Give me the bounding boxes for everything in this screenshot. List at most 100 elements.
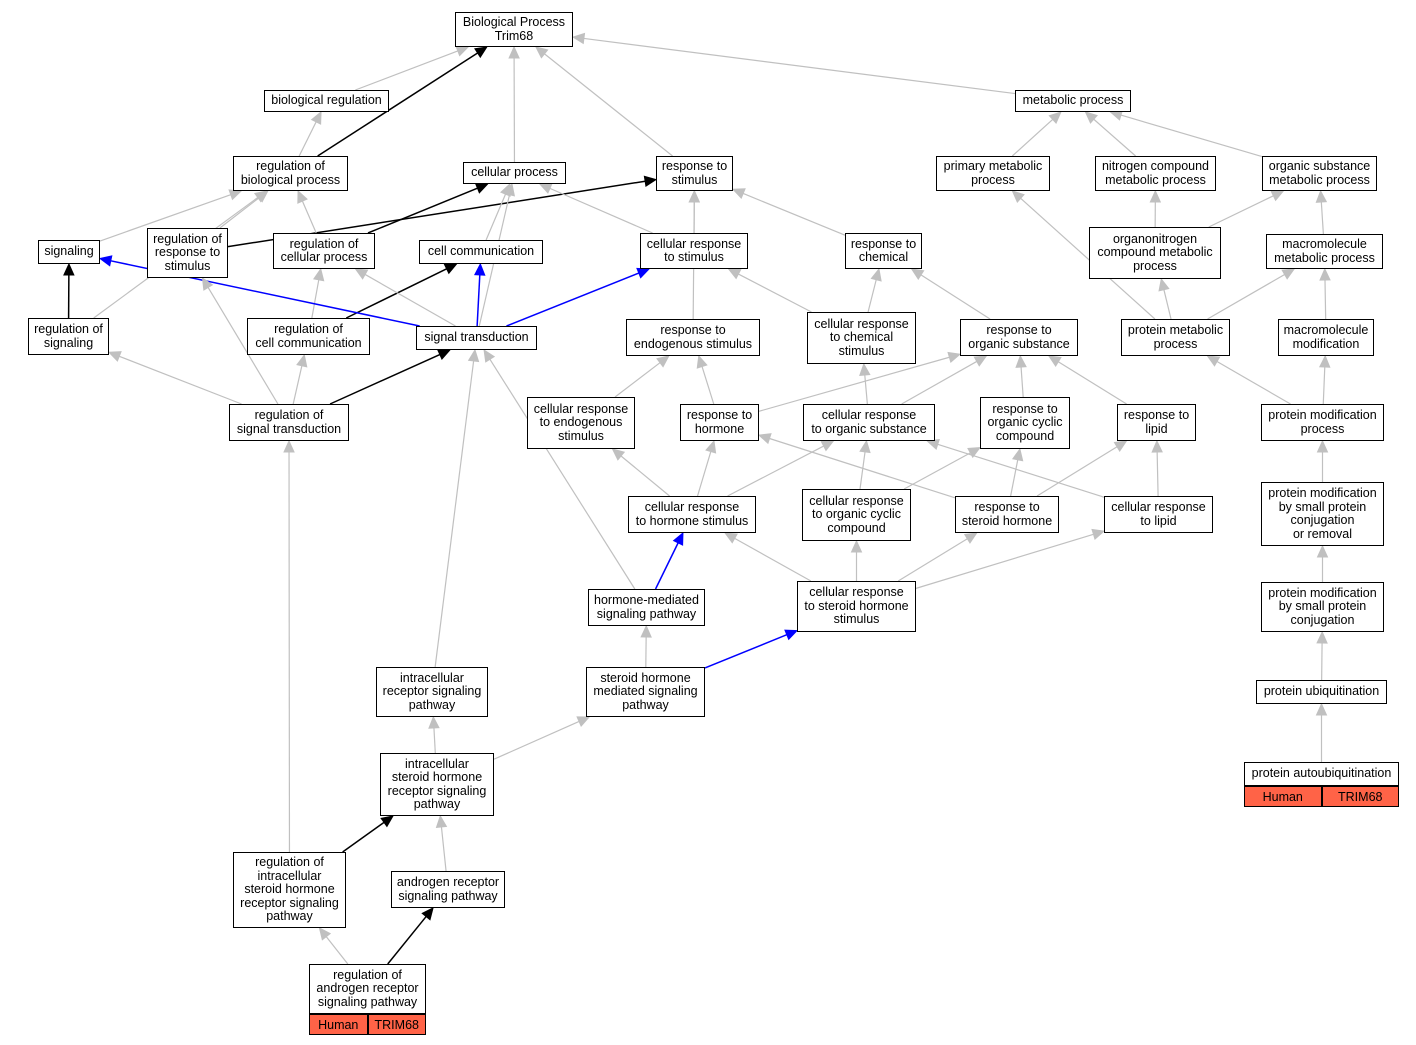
go-term-androgen-sig[interactable]: androgen receptor signaling pathway [391, 871, 505, 908]
species-tag[interactable]: Human [309, 1014, 368, 1035]
go-term-resp-steroid[interactable]: response to steroid hormone [955, 496, 1059, 533]
edge-is-a-reg-cell-proc-to-reg-bio [301, 200, 317, 234]
go-term-bio-reg[interactable]: biological regulation [264, 90, 389, 112]
edge-is-a-cell-resp-stim-to-cellular-process [549, 187, 653, 234]
arrowhead [310, 110, 322, 125]
go-term-cell-resp-org-sub[interactable]: cellular response to organic substance [803, 404, 935, 441]
gene-tag[interactable]: TRIM68 [1321, 786, 1399, 807]
go-term-intracell-steroid[interactable]: intracellular steroid hormone receptor s… [380, 753, 494, 816]
edge-is-a-reg-resp-stim-to-reg-bio [219, 197, 260, 229]
go-term-macro-met[interactable]: macromolecule metabolic process [1266, 234, 1383, 269]
go-term-reg-resp-stim[interactable]: regulation of response to stimulus [147, 228, 228, 278]
go-term-hormone-sig[interactable]: hormone-mediated signaling pathway [588, 589, 705, 626]
edge-part-of-hormone-sig-to-cell-resp-hormone [654, 542, 679, 590]
edge-is-a-cell-resp-hormone-to-resp-hormone [696, 451, 712, 497]
edge-is-a-reg-androgen-to-reg-intracell-steroid [325, 936, 349, 965]
go-term-root[interactable]: Biological Process Trim68 [455, 12, 573, 47]
arrowhead [1048, 111, 1062, 125]
go-term-cell-resp-steroid[interactable]: cellular response to steroid hormone sti… [797, 581, 916, 632]
go-term-cell-resp-endo[interactable]: cellular response to endogenous stimulus [527, 397, 635, 449]
go-term-macro-mod[interactable]: macromolecule modification [1278, 319, 1374, 356]
edge-part-of-signal-trans-to-cell-resp-stim [506, 272, 640, 327]
arrowhead [640, 624, 652, 638]
species-tag[interactable]: Human [1244, 786, 1322, 807]
edge-is-a-resp-steroid-to-resp-org-cyclic [1010, 459, 1019, 497]
go-term-nitrogen-met[interactable]: nitrogen compound metabolic process [1095, 156, 1216, 191]
arrowhead [1158, 277, 1170, 292]
go-term-primary-met[interactable]: primary metabolic process [936, 156, 1050, 191]
go-term-cell-resp-lipid[interactable]: cellular response to lipid [1104, 496, 1213, 533]
go-term-metabolic[interactable]: metabolic process [1015, 90, 1131, 112]
go-term-reg-signaling[interactable]: regulation of signaling [28, 318, 109, 355]
arrowhead [107, 351, 122, 362]
arrowhead [1015, 354, 1027, 368]
go-term-organonitrogen[interactable]: organonitrogen compound metabolic proces… [1089, 227, 1221, 279]
go-term-resp-org-cyclic[interactable]: response to organic cyclic compound [980, 397, 1070, 449]
go-term-cellular-process[interactable]: cellular process [463, 162, 566, 184]
go-term-prot-autoubiq[interactable]: protein autoubiquitination [1244, 762, 1399, 786]
go-term-prot-mod-small[interactable]: protein modification by small protein co… [1261, 482, 1384, 546]
go-term-signal-trans[interactable]: signal transduction [416, 326, 537, 350]
arrowhead [1113, 440, 1128, 452]
go-term-reg-sig-trans[interactable]: regulation of signal transduction [229, 404, 349, 441]
go-term-reg-bio[interactable]: regulation of biological process [233, 156, 348, 191]
go-term-cell-resp-org-cyclic[interactable]: cellular response to organic cyclic comp… [802, 489, 911, 541]
go-term-resp-hormone[interactable]: response to hormone [680, 404, 759, 441]
go-term-intracell-rec[interactable]: intracellular receptor signaling pathway [376, 667, 488, 717]
go-term-signaling[interactable]: signaling [38, 240, 100, 264]
arrowhead [859, 439, 871, 454]
edge-is-a-reg-sig-trans-to-reg-signaling [119, 355, 242, 405]
edge-regulates-reg-intracell-steroid-to-intracell-steroid [342, 821, 385, 853]
go-term-resp-lipid[interactable]: response to lipid [1117, 404, 1196, 441]
edge-is-a-reg-sig-trans-to-reg-cell-comm [292, 365, 303, 405]
arrowhead [508, 45, 520, 59]
go-term-cell-resp-chem[interactable]: cellular response to chemical stimulus [807, 312, 916, 364]
arrowhead [576, 716, 591, 727]
arrowhead [963, 532, 978, 544]
edge-is-a-prot-mod-to-macro-mod [1322, 366, 1326, 405]
edge-is-a-cell-resp-org-cyclic-to-resp-org-cyclic [903, 452, 971, 490]
go-term-protein-met[interactable]: protein metabolic process [1121, 319, 1230, 356]
arrowhead [467, 348, 480, 363]
arrowhead [705, 439, 717, 454]
go-term-cell-comm[interactable]: cell communication [419, 240, 543, 264]
go-term-resp-org-sub[interactable]: response to organic substance [960, 319, 1078, 356]
edge-is-a-reg-bio-to-bio-reg [298, 121, 317, 157]
edge-is-a-resp-chem-to-resp-stim [742, 192, 846, 236]
edge-is-a-bio-reg-to-root [355, 50, 459, 91]
arrowhead [656, 355, 670, 368]
edge-regulates-reg-cell-comm-to-cell-comm [345, 268, 447, 319]
arrowhead [1316, 439, 1329, 453]
go-term-reg-cell-comm[interactable]: regulation of cell communication [247, 318, 370, 355]
edge-is-a-intracell-steroid-to-steroid-sig [493, 720, 580, 760]
edge-is-a-cell-resp-lipid-to-cell-resp-org-sub [937, 443, 1105, 498]
arrowhead [380, 815, 394, 828]
arrowhead [1270, 190, 1285, 202]
go-term-prot-mod[interactable]: protein modification process [1261, 404, 1384, 441]
edge-is-a-nitrogen-met-to-metabolic [1093, 118, 1136, 157]
go-term-resp-chem[interactable]: response to chemical [845, 233, 922, 269]
go-term-reg-intracell-steroid[interactable]: regulation of intracellular steroid horm… [233, 852, 346, 928]
edge-is-a-resp-hormone-to-resp-endo [701, 366, 715, 405]
go-term-steroid-sig[interactable]: steroid hormone mediated signaling pathw… [586, 667, 705, 717]
arrowhead [727, 268, 742, 280]
go-term-prot-ubiq[interactable]: protein ubiquitination [1256, 680, 1387, 704]
edge-is-a-resp-org-cyclic-to-resp-org-sub [1020, 366, 1024, 398]
arrowhead [850, 539, 863, 553]
go-term-organic-met[interactable]: organic substance metabolic process [1262, 156, 1377, 191]
arrowhead [435, 814, 448, 829]
arrowhead [483, 348, 496, 363]
edge-regulates-reg-bio-to-root [317, 52, 478, 157]
go-term-reg-androgen[interactable]: regulation of androgen receptor signalin… [309, 964, 426, 1014]
go-term-reg-cell-proc[interactable]: regulation of cellular process [273, 233, 375, 269]
edge-is-a-resp-lipid-to-resp-org-sub [1057, 361, 1127, 405]
go-term-cell-resp-hormone[interactable]: cellular response to hormone stimulus [628, 496, 756, 533]
go-term-cell-resp-stim[interactable]: cellular response to stimulus [640, 233, 748, 269]
edge-is-a-resp-steroid-to-resp-hormone [769, 437, 956, 499]
gene-tag[interactable]: TRIM68 [367, 1014, 426, 1035]
go-term-prot-mod-conj[interactable]: protein modification by small protein co… [1261, 582, 1384, 632]
go-term-resp-endo[interactable]: response to endogenous stimulus [626, 319, 760, 356]
go-term-resp-stim[interactable]: response to stimulus [656, 156, 733, 191]
edge-is-a-cell-resp-chem-to-cell-resp-stim [738, 273, 812, 313]
